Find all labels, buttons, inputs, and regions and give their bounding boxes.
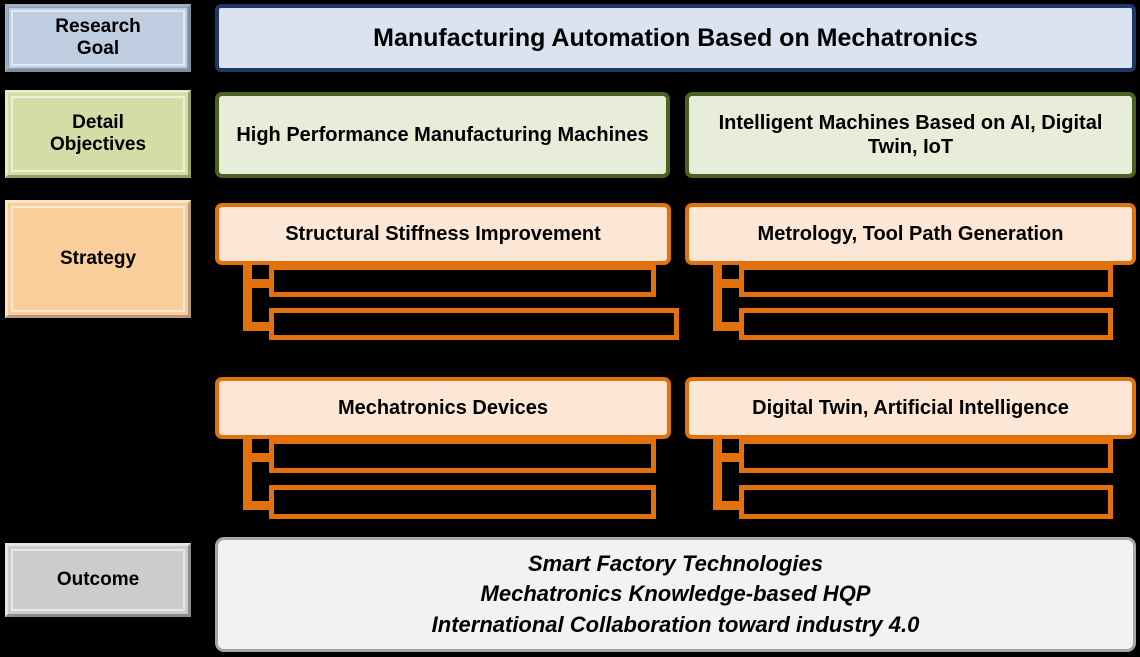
strategy-group-3-connector-stub-2: [243, 501, 275, 510]
research-goal-title-text: Manufacturing Automation Based on Mechat…: [373, 23, 978, 52]
outcome-line-3: International Collaboration toward indus…: [431, 611, 920, 637]
strategy-group-1: Structural Stiffness Improvement: [215, 203, 679, 343]
strategy-group-4-subitem-1: [739, 439, 1113, 473]
outcome-line-2: Mechatronics Knowledge-based HQP: [480, 581, 871, 607]
strategy-group-2: Metrology, Tool Path Generation: [685, 203, 1136, 343]
strategy-group-3-connector-spine: [243, 435, 252, 510]
label-research-goal: Research Goal: [5, 4, 191, 72]
label-detail-objectives-line1: Detail: [72, 111, 124, 133]
label-research-goal-line2: Goal: [76, 38, 120, 59]
strategy-group-1-connector-spine: [243, 261, 252, 331]
label-outcome-text: Outcome: [56, 568, 140, 590]
strategy-group-2-connector-stub-2: [713, 322, 745, 331]
strategy-group-4-subitem-2: [739, 485, 1113, 519]
strategy-group-4-connector-spine: [713, 435, 722, 510]
research-goal-title-box: Manufacturing Automation Based on Mechat…: [215, 4, 1136, 72]
strategy-group-1-connector-stub-1: [243, 279, 275, 288]
label-outcome: Outcome: [5, 543, 191, 617]
strategy-group-2-connector-stub-1: [713, 279, 745, 288]
label-strategy: Strategy: [5, 200, 191, 318]
label-research-goal-line1: Research: [55, 15, 141, 37]
strategy-group-2-title: Metrology, Tool Path Generation: [685, 203, 1136, 265]
strategy-group-1-title: Structural Stiffness Improvement: [215, 203, 671, 265]
outcome-panel: Smart Factory Technologies Mechatronics …: [215, 537, 1136, 652]
label-detail-objectives: Detail Objectives: [5, 90, 191, 178]
objective-box-1: High Performance Manufacturing Machines: [215, 92, 670, 178]
strategy-group-1-title-text: Structural Stiffness Improvement: [285, 222, 601, 245]
strategy-group-3-connector-stub-1: [243, 453, 275, 462]
strategy-group-2-connector-spine: [713, 261, 722, 331]
strategy-group-2-subitem-1: [739, 265, 1113, 297]
strategy-group-3-subitem-2: [269, 485, 656, 519]
strategy-group-3-subitem-1: [269, 439, 656, 473]
strategy-group-4-title: Digital Twin, Artificial Intelligence: [685, 377, 1136, 439]
strategy-group-1-connector-stub-2: [243, 322, 275, 331]
strategy-group-3-title-text: Mechatronics Devices: [337, 396, 549, 419]
objective-box-2-text: Intelligent Machines Based on AI, Digita…: [718, 111, 1103, 158]
strategy-group-4: Digital Twin, Artificial Intelligence: [685, 377, 1136, 522]
label-research-goal-text: Research Goal: [55, 16, 141, 61]
label-detail-objectives-line2: Objectives: [49, 134, 147, 155]
outcome-line-1: Smart Factory Technologies: [527, 550, 824, 576]
strategy-group-1-subitem-2: [269, 308, 679, 340]
strategy-group-2-title-text: Metrology, Tool Path Generation: [757, 222, 1064, 245]
label-detail-objectives-text: Detail Objectives: [50, 112, 146, 157]
strategy-group-2-subitem-2: [739, 308, 1113, 340]
strategy-group-3-title: Mechatronics Devices: [215, 377, 671, 439]
objective-box-2: Intelligent Machines Based on AI, Digita…: [685, 92, 1136, 178]
strategy-group-3: Mechatronics Devices: [215, 377, 671, 522]
label-strategy-text: Strategy: [59, 247, 137, 269]
strategy-group-4-title-text: Digital Twin, Artificial Intelligence: [752, 396, 1069, 419]
strategy-group-4-connector-stub-1: [713, 453, 745, 462]
objective-box-1-text: High Performance Manufacturing Machines: [236, 123, 649, 146]
strategy-group-1-subitem-1: [269, 265, 656, 297]
strategy-group-4-connector-stub-2: [713, 501, 745, 510]
